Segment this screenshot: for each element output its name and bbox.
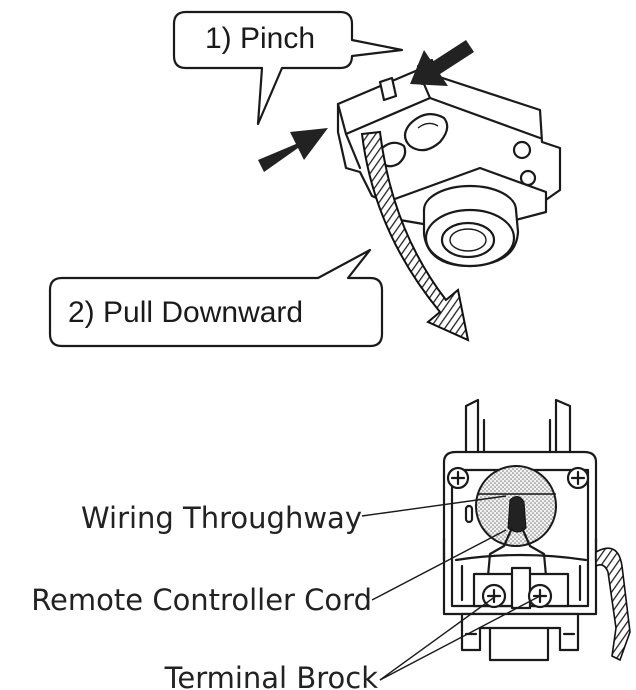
- pull-callout: 2) Pull Downward: [48, 248, 384, 348]
- pinch-arrow-right: [410, 40, 474, 86]
- pinch-callout-text: 1) Pinch: [205, 22, 315, 55]
- remote-cord: [507, 496, 527, 533]
- remote-controller-cord-label: Remote Controller Cord: [31, 583, 372, 617]
- terminal-unit-illustration: [442, 398, 631, 662]
- pinch-callout: 1) Pinch: [172, 10, 404, 126]
- external-cable: [595, 547, 631, 662]
- upper-unit-illustration: [336, 58, 562, 268]
- wiring-throughway-label: Wiring Throughway: [81, 501, 362, 535]
- pull-callout-text: 2) Pull Downward: [68, 296, 303, 329]
- pinch-arrow-left: [258, 128, 328, 172]
- pull-callout-bubble: [48, 248, 384, 348]
- pull-downward-arrow: [360, 130, 470, 342]
- terminal-block-label: Terminal Brock: [164, 661, 379, 690]
- pinch-callout-bubble: [172, 10, 404, 126]
- pinch-arrows: [258, 40, 474, 172]
- leader-lines: [361, 495, 541, 681]
